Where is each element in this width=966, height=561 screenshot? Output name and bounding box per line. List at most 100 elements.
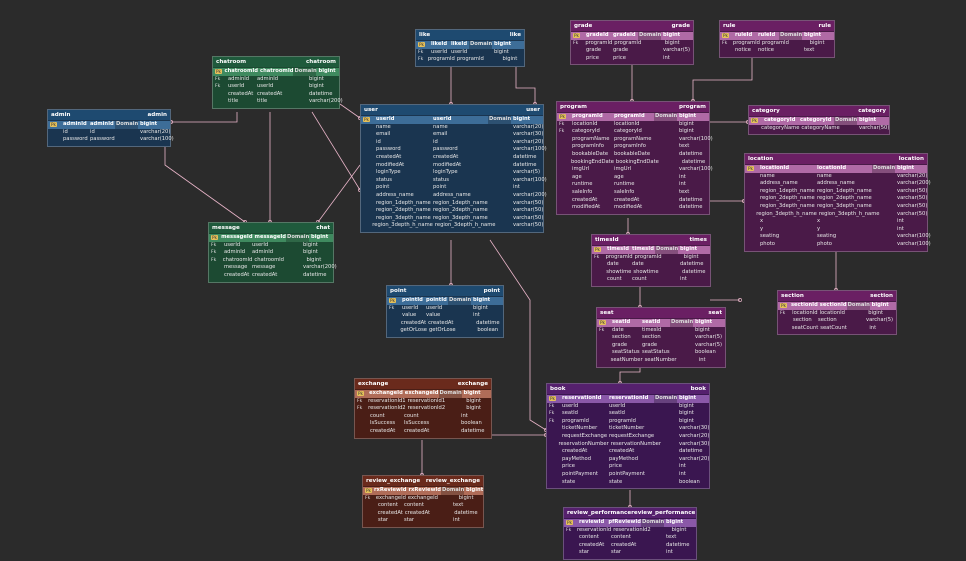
table-column-row[interactable]: contentcontenttext [363, 502, 483, 510]
table-column-row[interactable]: PkadminIdadminIdDomainbigint [48, 121, 170, 129]
table-header[interactable]: programprogram [557, 102, 709, 112]
table-column-row[interactable]: createdAtcreatedAtdatetime [355, 428, 491, 436]
table-column-row[interactable]: sectionsectionvarchar(5) [778, 317, 896, 325]
table-column-row[interactable]: modifiedAtmodifiedAtdatetime [361, 162, 543, 170]
table-column-row[interactable]: pricepriceint [547, 463, 709, 471]
table-column-row[interactable]: saleInfosaleInfotext [557, 189, 709, 197]
table-column-row[interactable]: PkcategoryIdcategoryIdDomainbigint [749, 117, 889, 125]
table-column-row[interactable]: PkpointIdpointIdDomainbigint [387, 297, 503, 305]
table-column-row[interactable]: PktimesIdtimesIdDomainbigint [592, 246, 710, 254]
table-column-row[interactable]: sectionsectionvarchar(5) [597, 334, 725, 342]
table-column-row[interactable]: payMethodpayMethodvarchar(20) [547, 456, 709, 464]
table-column-row[interactable]: FkexchangeIdexchangeIdbigint [363, 495, 483, 503]
table-column-row[interactable]: createdAtcreatedAtdatetime [209, 272, 333, 280]
table-column-row[interactable]: photophotovarchar(100) [745, 241, 931, 249]
table-column-row[interactable]: PkseatIdseatIdDomainbigint [597, 319, 725, 327]
table-column-row[interactable]: namenamevarchar(20) [745, 173, 927, 181]
table-column-row[interactable]: passwordpasswordvarchar(100) [361, 146, 547, 154]
table-location[interactable]: locationlocationPklocationIdlocationIdDo… [744, 153, 931, 252]
table-column-row[interactable]: titletitlevarchar(200) [213, 98, 343, 106]
table-times[interactable]: timesIdtimesPktimesIdtimesIdDomainbigint… [591, 234, 711, 287]
table-header[interactable]: adminadmin [48, 110, 170, 120]
table-program[interactable]: programprogramPkprogramIdprogramIdDomain… [556, 101, 713, 215]
table-column-row[interactable]: countcountint [592, 276, 710, 284]
table-column-row[interactable]: seatingseatingvarchar(100) [745, 233, 931, 241]
table-header[interactable]: gradegrade [571, 21, 693, 31]
table-header[interactable]: rulerule [720, 21, 834, 31]
table-header[interactable]: seatseat [597, 308, 725, 318]
table-exchange[interactable]: exchangeexchangePkexchangeIdexchangeIdDo… [354, 378, 492, 439]
table-review_performance[interactable]: review_performancereview_performancePkre… [563, 507, 697, 560]
table-admin[interactable]: adminadminPkadminIdadminIdDomainbigintid… [47, 109, 174, 147]
table-like[interactable]: likelikePklikeIdlikeIdDomainbigintFkuser… [415, 29, 525, 67]
table-column-row[interactable]: statestateboolean [547, 479, 709, 487]
table-column-row[interactable]: seatCountseatCountint [778, 325, 896, 333]
table-column-row[interactable]: valuevalueint [387, 312, 503, 320]
table-column-row[interactable]: modifiedAtmodifiedAtdatetime [557, 204, 709, 212]
table-column-row[interactable]: createdAtcreatedAtdatetime [547, 448, 709, 456]
table-column-row[interactable]: FklocationIdlocationIdbigint [778, 310, 896, 318]
table-column-row[interactable]: FkprogramIdprogramIdbigint [592, 254, 710, 262]
table-column-row[interactable]: categoryNamecategoryNamevarchar(50) [749, 125, 889, 133]
table-column-row[interactable]: createdAtcreatedAtdatetime [557, 197, 709, 205]
table-header[interactable]: review_performancereview_performance [564, 508, 696, 518]
table-column-row[interactable]: FkseatIdseatIdbigint [547, 410, 709, 418]
table-column-row[interactable]: FklocationIdlocationIdbigint [557, 121, 709, 129]
table-book[interactable]: bookbookPkreservationIdreservationIdDoma… [546, 383, 710, 490]
table-column-row[interactable]: PksectionIdsectionIdDomainbigint [778, 302, 896, 310]
table-column-row[interactable]: programInfoprogramInfotext [557, 143, 709, 151]
table-column-row[interactable]: PkruleIdruleIdDomainbigint [720, 32, 834, 40]
table-column-row[interactable]: imgUrlimgUrlvarchar(100) [557, 166, 713, 174]
table-column-row[interactable]: createdAtcreatedAtdatetime [564, 542, 696, 550]
table-header[interactable]: bookbook [547, 384, 709, 394]
table-column-row[interactable]: countcountint [355, 413, 491, 421]
table-column-row[interactable]: PkgradeIdgradeIdDomainbigint [571, 32, 693, 40]
table-column-row[interactable]: FkcategoryIdcategoryIdbigint [557, 128, 709, 136]
table-column-row[interactable]: pointPaymentpointPaymentint [547, 471, 709, 479]
table-column-row[interactable]: FkprogramIdprogramIdbigint [547, 418, 709, 426]
table-column-row[interactable]: FkreservationIdreservationId2bigint [564, 527, 696, 535]
table-column-row[interactable]: region_3depth_nameregion_3depth_namevarc… [745, 203, 927, 211]
table-column-row[interactable]: FkprogramIdprogramIdbigint [571, 40, 693, 48]
table-column-row[interactable]: contentcontenttext [564, 534, 696, 542]
table-column-row[interactable]: showtimeshowtimedatetime [592, 269, 710, 277]
table-column-row[interactable]: FkuserIduserIdbigint [213, 83, 339, 91]
table-header[interactable]: pointpoint [387, 286, 503, 296]
table-column-row[interactable]: FkadminIdadminIdbigint [209, 249, 333, 257]
table-header[interactable]: exchangeexchange [355, 379, 491, 389]
table-column-row[interactable]: emailemailvarchar(30) [361, 131, 543, 139]
table-column-row[interactable]: getOrLosegetOrLoseboolean [387, 327, 503, 335]
table-column-row[interactable]: IsSuccessIsSuccessboolean [355, 420, 491, 428]
table-section[interactable]: sectionsectionPksectionIdsectionIdDomain… [777, 290, 897, 336]
table-column-row[interactable]: createdAtcreatedAtdatetime [213, 91, 339, 99]
table-column-row[interactable]: PkuserIduserIdDomainbigint [361, 116, 543, 124]
table-column-row[interactable]: PkexchangeIdexchangeIdDomainbigint [355, 390, 491, 398]
table-column-row[interactable]: PkreservationIdreservationIdDomainbigint [547, 395, 709, 403]
table-column-row[interactable]: region_1depth_nameregion_1depth_namevarc… [745, 188, 927, 196]
table-column-row[interactable]: passwordpasswordvarchar(100) [48, 136, 174, 144]
table-column-row[interactable]: seatNumberseatNumberint [597, 357, 725, 365]
table-chatroom[interactable]: chatroomchatroomPkchatroomIdchatroomIdDo… [212, 56, 343, 109]
table-column-row[interactable]: FkuserIduserIdbigint [416, 49, 524, 57]
table-column-row[interactable]: PkmessageIdmessageIdDomainbigint [209, 234, 333, 242]
table-column-row[interactable]: createdAtcreatedAtdatetime [361, 154, 543, 162]
table-seat[interactable]: seatseatPkseatIdseatIdDomainbigintFkdate… [596, 307, 726, 368]
table-column-row[interactable]: FkreservationId1reservationId1bigint [355, 398, 491, 406]
table-column-row[interactable]: address_nameaddress_namevarchar(200) [361, 192, 547, 200]
table-column-row[interactable]: pricepriceint [571, 55, 693, 63]
table-point[interactable]: pointpointPkpointIdpointIdDomainbigintFk… [386, 285, 504, 338]
table-header[interactable]: sectionsection [778, 291, 896, 301]
table-column-row[interactable]: PkreviewIdpfReviewIdDomainbigint [564, 519, 696, 527]
table-message[interactable]: messagechatPkmessageIdmessageIdDomainbig… [208, 222, 337, 283]
table-header[interactable]: timesIdtimes [592, 235, 710, 245]
table-review_exchange[interactable]: review_exchangereview_exchangePkrxReview… [362, 475, 484, 528]
table-column-row[interactable]: FkdatetimesIdbigint [597, 327, 725, 335]
table-column-row[interactable]: FkchatroomIdchatroomIdbigint [209, 257, 333, 265]
table-rule[interactable]: rulerulePkruleIdruleIdDomainbigintFkprog… [719, 20, 835, 58]
table-column-row[interactable]: gradegradevarchar(5) [597, 342, 725, 350]
table-header[interactable]: review_exchangereview_exchange [363, 476, 483, 486]
table-header[interactable]: categorycategory [749, 106, 889, 116]
table-header[interactable]: useruser [361, 105, 543, 115]
table-column-row[interactable]: starstarint [564, 549, 696, 557]
table-column-row[interactable]: bookingEndDatebookingEndDatedatetime [557, 159, 709, 167]
